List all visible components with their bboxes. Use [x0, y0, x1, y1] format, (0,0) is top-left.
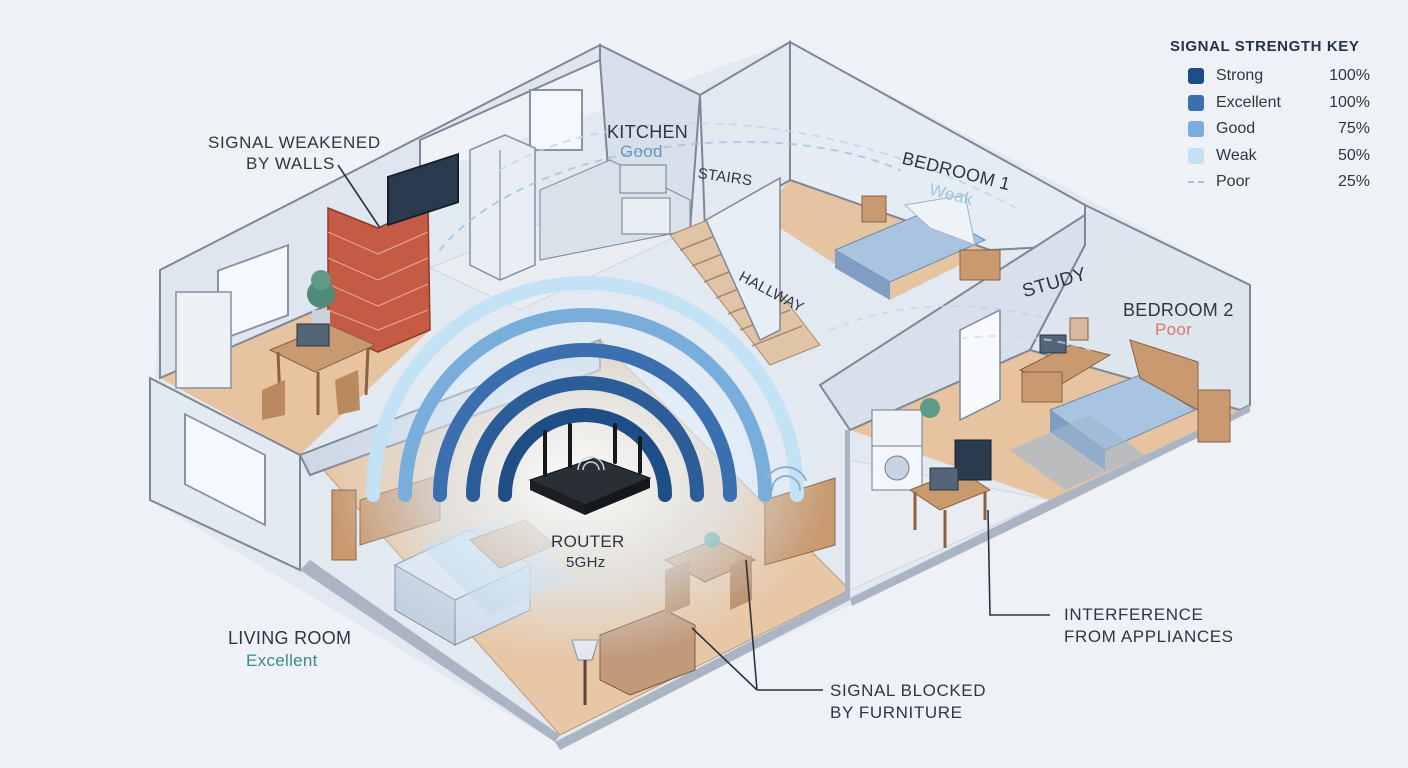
oven-icon — [621, 197, 671, 235]
living-room-label: LIVING ROOM — [228, 628, 352, 648]
wifi-icon — [765, 466, 807, 491]
study-divider — [845, 430, 850, 600]
right-edge — [850, 405, 1250, 606]
router-band: 5GHz — [566, 554, 606, 571]
legend-label: Excellent — [1216, 93, 1281, 111]
appliances — [871, 398, 992, 548]
bed-icon — [833, 194, 1001, 300]
legend-value: 25% — [1337, 173, 1370, 191]
legend-item: Weak 50% — [1170, 143, 1370, 170]
living-room-quality: Excellent — [246, 651, 318, 670]
router-icon — [528, 423, 652, 515]
plant-icon — [307, 270, 335, 328]
kitchen-quality: Good — [620, 142, 663, 161]
refrigerator — [469, 134, 536, 281]
laptop-icon — [296, 323, 330, 347]
legend-label: Good — [1216, 120, 1256, 138]
bedroom2-quality: Poor — [1155, 320, 1193, 339]
appliances-callout-line2: FROM APPLIANCES — [1064, 627, 1234, 646]
legend-list: Strong 100% Excellent 100% Good 75% Weak 50% Poo… — [1170, 63, 1370, 196]
kitchen-label: KITCHEN — [607, 122, 689, 142]
signal-arcs — [366, 276, 804, 502]
legend-value: 100% — [1329, 93, 1370, 111]
walls-callout-line1: SIGNAL WEAKENED — [208, 133, 381, 152]
legend-label: Weak — [1216, 146, 1257, 164]
furniture-callout-line2: BY FURNITURE — [830, 703, 963, 722]
furniture-callout-line1: SIGNAL BLOCKED — [830, 681, 987, 700]
staircase — [669, 176, 821, 366]
legend-swatch — [1188, 68, 1204, 85]
bedroom2-label: BEDROOM 2 — [1123, 300, 1234, 320]
callout-lines — [337, 164, 1050, 691]
tv-icon — [387, 152, 459, 227]
window — [529, 89, 583, 151]
legend-swatch — [1188, 94, 1204, 111]
bed-icon — [1010, 339, 1231, 490]
front-edge-right — [555, 590, 850, 750]
router-label: ROUTER — [551, 532, 625, 551]
legend-title: SIGNAL STRENGTH KEY — [1170, 38, 1360, 55]
legend-item: Excellent 100% — [1170, 90, 1370, 117]
legend-item: Poor 25% — [1170, 169, 1370, 196]
brick-wall — [327, 203, 431, 353]
legend-swatch — [1188, 181, 1204, 184]
window — [184, 412, 266, 527]
fridge-small — [175, 291, 232, 389]
laptop-icon — [1039, 334, 1067, 354]
signal-strength-legend: SIGNAL STRENGTH KEY Strong 100% Excellent 1… — [1170, 38, 1370, 196]
appliances-callout-line1: INTERFERENCE — [1064, 605, 1204, 624]
legend-item: Strong 100% — [1170, 63, 1370, 90]
legend-label: Poor — [1216, 173, 1250, 191]
monitor-icon — [954, 439, 992, 481]
dining-table — [262, 323, 377, 420]
legend-label: Strong — [1216, 67, 1264, 85]
legend-value: 100% — [1329, 67, 1370, 85]
legend-swatch — [1188, 147, 1204, 164]
signal-dashes — [439, 122, 1091, 361]
study-wall — [818, 213, 1086, 432]
legend-item: Good 75% — [1170, 116, 1370, 143]
legend-swatch — [1188, 121, 1204, 138]
door — [959, 308, 1001, 422]
legend-value: 75% — [1337, 120, 1370, 138]
front-edge — [300, 560, 560, 742]
microwave-icon — [619, 164, 667, 194]
legend-value: 50% — [1337, 146, 1370, 164]
walls-callout-line2: BY WALLS — [246, 154, 335, 173]
microwave-icon — [871, 409, 923, 447]
laptop-icon — [929, 467, 959, 491]
